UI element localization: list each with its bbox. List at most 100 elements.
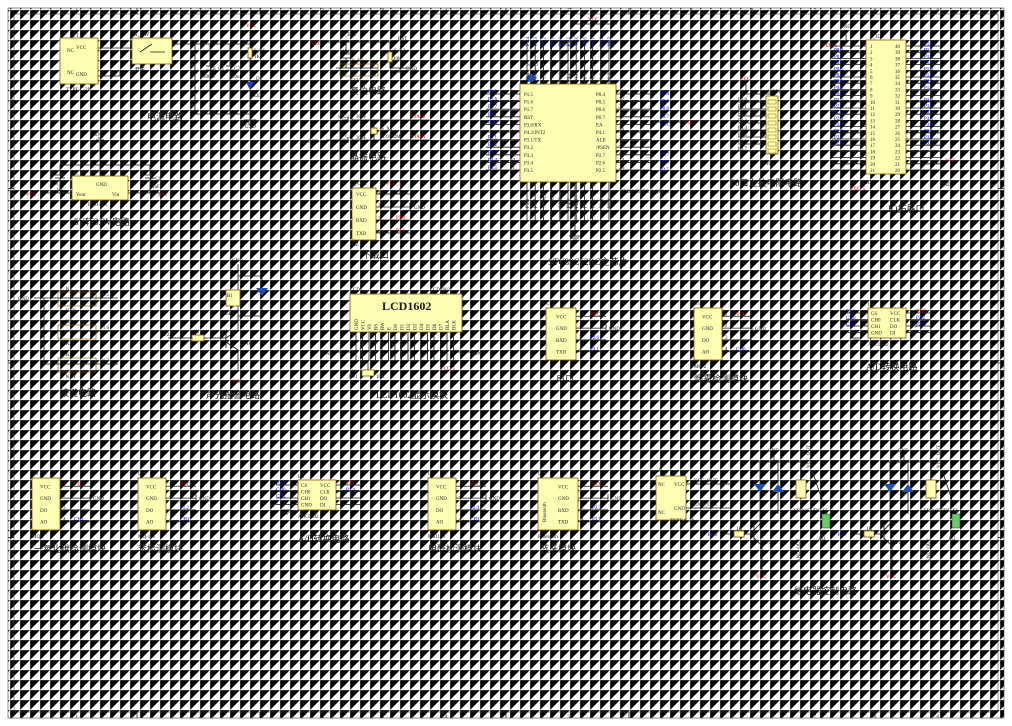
lcd-rp-value: 10K (376, 375, 385, 380)
zone-row-left: C (10, 447, 14, 452)
led-d2 (256, 288, 268, 296)
relay-coil (795, 479, 807, 499)
section-title-co: 一氧化碳检测模块 (34, 543, 106, 554)
sheet-frame (7, 7, 1005, 719)
section-title-lcd: LCD1602显示模块 (376, 389, 448, 400)
ldo-vcc-label: VCC (26, 193, 37, 198)
relays: GNDSRD-05VDC-SL-CJK1VCC_OUTGND_OUTP1.61K… (708, 445, 964, 580)
adc-value: ADC0832 (298, 515, 319, 520)
zone-col-top: 4 (445, 9, 448, 14)
ldo-circuit: GND Vout Vin S_V1 LDO3V3 GND VCC 3.3V S_… (26, 133, 168, 227)
mcu-bottom-pin: P4.0 (567, 198, 572, 208)
mcu-left-net: P1.6 (488, 98, 498, 103)
module-net: P3.1 (592, 518, 602, 523)
zone-col-top: 6 (691, 9, 694, 14)
c4-ref: S_C4 (340, 135, 352, 140)
module-net: GND (611, 497, 622, 502)
mcu-left-num: 4 (510, 113, 513, 118)
mcu-bottom-pin: P3.6 (526, 198, 531, 208)
adc-left-net: P2.1 (846, 310, 856, 315)
mcu-left-num: 1 (510, 90, 513, 95)
buzzer-circuit: GND B1 BEEP P2.4 1K PNP VCC 声光报警电路 (164, 259, 268, 400)
crystal-ref: S_X1 (381, 127, 393, 132)
io-right-num: 33 (895, 88, 901, 93)
mcu-left-num: 8 (510, 143, 513, 148)
usb-ref: T1 (72, 33, 79, 39)
adc-left-pin: GND (301, 504, 312, 509)
io-right-num: 35 (895, 76, 901, 81)
section-title-power: 电源电路 (147, 111, 183, 122)
zone-col-bottom: 6 (691, 715, 694, 720)
mcu-right-pin: P2.7 (596, 154, 606, 159)
mcu-left-num: 3 (510, 105, 513, 110)
io-vcc5-bottom: VCC_5 (850, 187, 866, 192)
relay-resistor (733, 530, 745, 538)
lcd-rp-ref: RP1 (349, 375, 358, 380)
mcu-top-pin: VCC (575, 71, 580, 82)
io-value: IO (866, 181, 872, 186)
gnd-label: GND (245, 125, 256, 130)
mcu-bottom-pin: P2.2 (592, 198, 597, 208)
io-right-net: P1.3 (924, 61, 934, 66)
key-net: P1.5 (100, 293, 110, 298)
mcu-right-net: P0.6 (660, 107, 670, 112)
mcu-top-net: VCC (575, 35, 580, 46)
relay-gnd-out: GND_OUT (797, 538, 802, 562)
adc-right-net: P2.3 (916, 323, 926, 328)
ec1-ref: S_EC1 (342, 33, 357, 38)
mcu-pins: P1.51P1.5P1.62P1.6P1.73P1.7RST4RSTP3.0/R… (486, 23, 695, 222)
section-title-serial: 串口 (556, 374, 574, 384)
zone-col-bottom: 7 (814, 715, 817, 720)
io-left-net: P2.2 (834, 129, 844, 134)
io-vcc-label: VCC (946, 159, 957, 164)
download-pin-label: TXD (356, 232, 367, 237)
adc-right-net: P1.4 (346, 488, 356, 493)
section-title-download: 下载口 (362, 249, 389, 260)
module-pin: GND (146, 497, 157, 502)
relay-terminal (951, 513, 961, 529)
module-net: P3.1 (590, 348, 600, 353)
mcu-bottom-pin: P2.3 (600, 198, 605, 208)
adc-left-net: CH0 (846, 316, 856, 321)
adc-ref: U2 (868, 303, 875, 308)
c5-ref: S_C5 (55, 182, 67, 187)
adc-ref: U5 (298, 475, 305, 480)
lcd-pin-label: BLA (446, 320, 451, 330)
usb-value: TYPE-C-2P (66, 88, 91, 93)
module-pin-num: 3 (459, 506, 462, 511)
module-pin-num: 3 (169, 506, 172, 511)
io-right-net: P3.0 (924, 98, 934, 103)
zone-col-bottom: 3 (322, 715, 325, 720)
io-right-net: P1.1 (924, 49, 934, 54)
mcu-right-num: 27 (619, 136, 625, 141)
c3-value: 30pF (356, 115, 367, 120)
module-net: GND (609, 327, 620, 332)
mcu-right-num: 26 (619, 143, 625, 148)
section-title-mcu: STC89C52RC主芯片 (548, 256, 628, 267)
c3-ref: S_C3 (338, 115, 350, 120)
rp-net: P0.0 (738, 98, 748, 103)
zone-row-left: B (10, 273, 14, 278)
adc-right-net: VCC (346, 482, 357, 487)
mcu-right-pin: P0.5 (596, 101, 606, 106)
mcu-right-pin: P2.5 (596, 169, 606, 174)
r1-value: 1K (254, 55, 261, 60)
module-value: MS1100 (428, 535, 446, 540)
io-right-net: P1.2 (924, 55, 934, 60)
zone-col-bottom: 4 (445, 715, 448, 720)
ldo-value: LDO3V3 (88, 203, 107, 208)
mcu-right-net: P0.4 (660, 92, 670, 97)
zone-row-right: A (1000, 98, 1004, 103)
rp-resistor (767, 120, 777, 126)
adc-left-pin: CH1 (301, 497, 311, 502)
download-pin-label: GND (356, 206, 367, 211)
io-right-num: 27 (895, 126, 901, 131)
module-value: MQ-2 (694, 365, 707, 370)
ldo-3v3-label: 3.3V (158, 193, 168, 198)
lcd-pin-label: D2 (407, 323, 412, 330)
module-net: CH1 (180, 518, 190, 523)
lcd-pin-label: D0 (394, 323, 399, 330)
